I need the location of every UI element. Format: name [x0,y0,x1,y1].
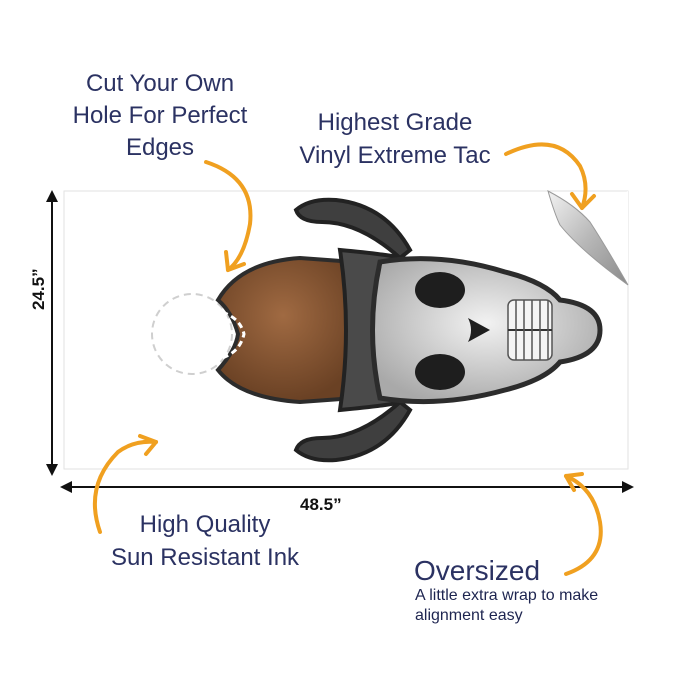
ink-line-2: Sun Resistant Ink [110,544,300,571]
width-dimension-line [60,481,634,493]
ink-arrow [92,434,158,534]
ink-line-1: High Quality [139,511,271,538]
vinyl-callout: Highest Grade Vinyl Extreme Tac [272,106,518,172]
vinyl-line-2: Vinyl Extreme Tac [299,142,491,169]
cut-hole-arrow [204,160,253,272]
cut-hole-line-1: Cut Your Own [85,70,235,97]
width-dimension-label: 48.5” [300,495,342,514]
cowboy-skull-graphic [215,197,603,463]
oversized-subtitle-line-1: A little extra wrap to make [415,587,599,604]
cut-hole-line-3: Edges [125,134,195,161]
cut-hole-guide [151,293,233,375]
vinyl-line-1: Highest Grade [317,109,473,136]
cut-hole-line-2: Hole For Perfect [72,102,248,129]
ink-callout: High Quality Sun Resistant Ink [94,508,316,574]
vinyl-peel-corner [547,190,629,286]
oversized-title: Oversized [414,555,541,586]
oversized-subtitle-line-2: alignment easy [415,607,523,624]
height-dimension-line [46,190,58,476]
height-dimension-label: 24.5” [29,268,48,310]
cut-hole-callout: Cut Your Own Hole For Perfect Edges [60,68,260,164]
oversized-subtitle: A little extra wrap to make alignment ea… [415,586,598,626]
oversized-arrow [564,472,603,576]
vinyl-arrow [504,142,596,210]
